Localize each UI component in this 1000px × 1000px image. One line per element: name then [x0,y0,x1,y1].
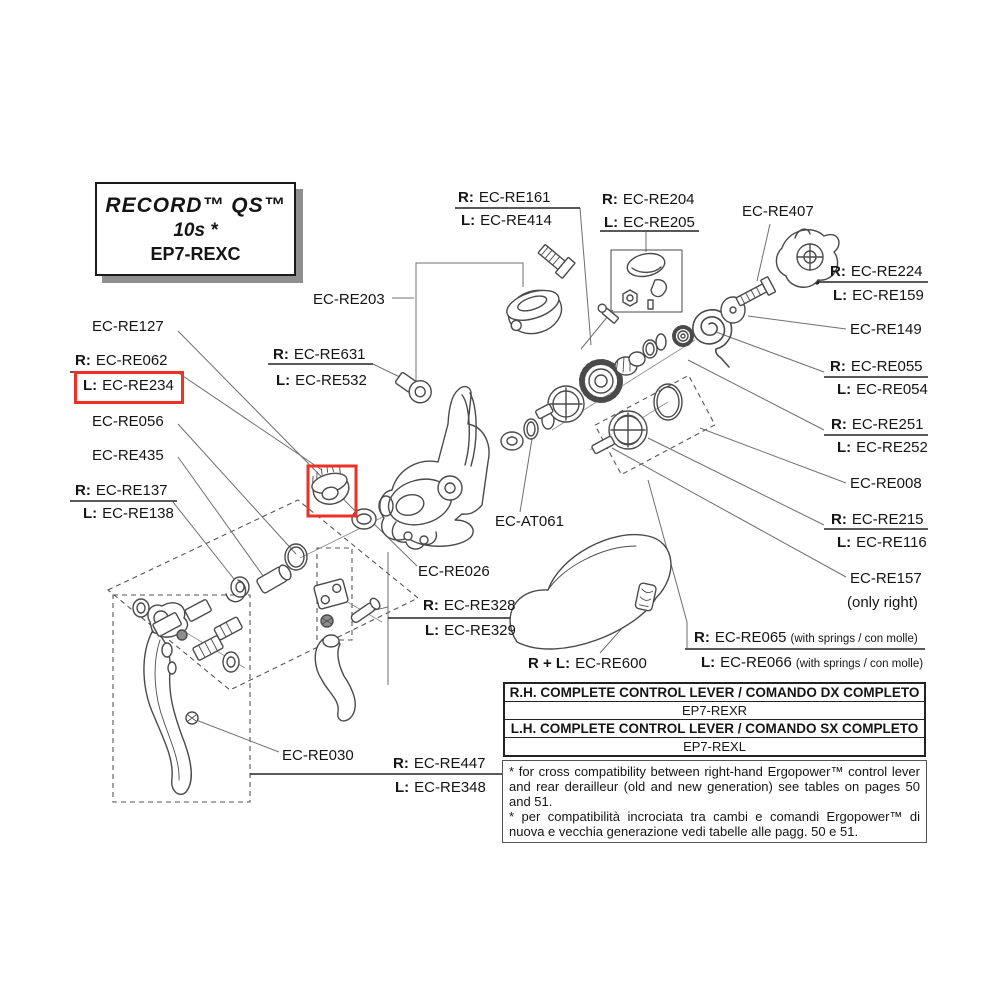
series-speed: 10s * [173,219,218,241]
part-label-ec-re137: R:EC-RE137 [75,482,168,499]
part-label-ec-re204: R:EC-RE204 [602,191,695,208]
lh-lever-header: L.H. COMPLETE CONTROL LEVER / COMANDO SX… [505,720,924,738]
clamp-bolt-drawing [537,244,576,279]
highlighted-label-box [74,371,184,404]
part-label-ec-re026: EC-RE026 [418,563,490,580]
footnote-english: * for cross compatibility between right-… [509,764,920,809]
part-label-ec-re407: EC-RE407 [742,203,814,220]
part-label-ec-re532: L:EC-RE532 [276,372,367,389]
part-label-ec-re205: L:EC-RE205 [604,214,695,231]
part-label-ec-re435: EC-RE435 [92,447,164,464]
part-label-ec-re055: R:EC-RE055 [830,358,923,375]
hood-drawing [509,534,672,650]
part-label-ec-re348: L:EC-RE348 [395,779,486,796]
series-model-code: EP7-REXC [150,243,241,264]
part-label-ec-re224: R:EC-RE224 [830,263,923,280]
part-label-ec-re414: L:EC-RE414 [461,212,552,229]
part-label-ec-re252: L:EC-RE252 [837,439,928,456]
part-label-ec-re127: EC-RE127 [92,318,164,335]
part-label-ec-re066: L:EC-RE066(with springs / con molle) [701,654,924,671]
part-label-ec-re329: L:EC-RE329 [425,622,516,639]
part-label-ec-re631: R:EC-RE631 [273,346,366,363]
part-label-ec-re149: EC-RE149 [850,321,922,338]
part-label-ec-re157: EC-RE157 [850,570,922,587]
part-label-ec-at061: EC-AT061 [495,513,564,530]
thumb-lever-drawing [597,249,683,324]
complete-lever-table: R.H. COMPLETE CONTROL LEVER / COMANDO DX… [503,682,926,757]
part-label-ec-re062: R:EC-RE062 [75,352,168,369]
lh-lever-code: EP7-REXL [683,739,746,754]
rh-lever-code: EP7-REXR [505,702,924,720]
divider-lines [70,207,928,775]
shift-paddle-drawing [313,578,381,722]
part-label-ec-re161: R:EC-RE161 [458,189,551,206]
part-label-ec-re215: R:EC-RE215 [831,511,924,528]
ratchet-carrier-drawing [591,383,683,455]
part-label-ec-re203: EC-RE203 [313,291,385,308]
footnote-box: * for cross compatibility between right-… [502,760,927,843]
part-label-ec-re030: EC-RE030 [282,747,354,764]
part-label-ec-re251: R:EC-RE251 [831,416,924,433]
part-label-ec-re328: R:EC-RE328 [423,597,516,614]
socket-screw-drawing [394,371,432,404]
handlebar-clamp-drawing [506,289,563,335]
lever-bracket-drawing [775,228,840,288]
part-label-ec-re159: L:EC-RE159 [833,287,924,304]
coil-spring-drawing [692,309,733,368]
series-name: RECORD™ QS™ [105,193,286,217]
knurled-adjuster-drawing [311,465,394,530]
lever-pivot-parts-drawing [132,598,243,673]
part-label-ec-re008: EC-RE008 [850,475,922,492]
control-lever-body-drawing [379,385,490,550]
footnote-italian: * per compatibilità incrociata tra cambi… [509,809,920,839]
part-label-ec-re116: L:EC-RE116 [837,534,927,551]
pivot-screw-drawing [735,276,776,307]
brake-lever-blade-drawing [143,602,199,796]
part-label-ec-re054: L:EC-RE054 [837,381,928,398]
part-label-ec-re234: L:EC-RE234 [83,377,174,394]
part-label-ec-re056: EC-RE056 [92,413,164,430]
part-label-ec-re065: R:EC-RE065(with springs / con molle) [694,629,918,646]
rh-lever-header: R.H. COMPLETE CONTROL LEVER / COMANDO DX… [505,684,924,702]
series-title-box: RECORD™ QS™ 10s * EP7-REXC [95,182,296,276]
part-highlight-box [306,464,358,518]
gear-assembly-drawing [535,325,694,423]
part-label-only-right: (only right) [847,594,918,611]
part-label-ec-re600: R + L:EC-RE600 [528,655,647,672]
part-label-ec-re138: L:EC-RE138 [83,505,174,522]
bushing-washer-chain-drawing [225,543,308,603]
washer-set-drawing [500,410,555,451]
part-label-ec-re447: R:EC-RE447 [393,755,486,772]
